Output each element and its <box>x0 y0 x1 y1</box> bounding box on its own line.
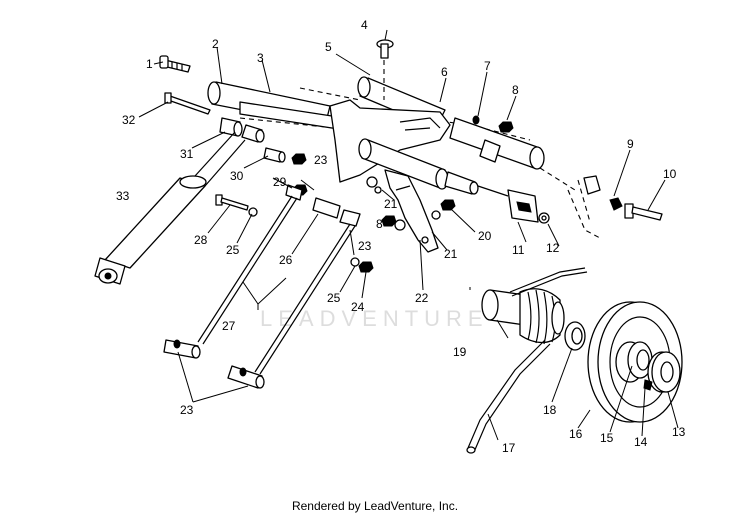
callout-28: 28 <box>194 233 208 247</box>
bearing-15 <box>627 341 653 379</box>
callout-25b: 25 <box>327 291 341 305</box>
watermark-text: LEADVENTURE <box>260 306 489 331</box>
callout-9: 9 <box>627 137 634 151</box>
callout-15: 15 <box>600 431 614 445</box>
footer-credit: Rendered by LeadVenture, Inc. <box>291 499 459 513</box>
hardware-24-25 <box>350 176 456 273</box>
callout-13: 13 <box>672 425 686 439</box>
callout-16: 16 <box>569 427 583 441</box>
bushings-31-30 <box>219 117 307 165</box>
callout-25a: 25 <box>226 243 240 257</box>
callout-23c: 23 <box>180 403 194 417</box>
callout-4: 4 <box>361 18 368 32</box>
bolt-1 <box>159 55 191 73</box>
bolt-4 <box>376 39 394 100</box>
bracket-11 <box>477 185 550 224</box>
callout-6: 6 <box>441 65 448 79</box>
callout-8a: 8 <box>512 83 519 97</box>
callout-24: 24 <box>351 300 365 314</box>
callout-8b: 8 <box>376 217 383 231</box>
cable-17 <box>466 339 551 454</box>
callouts: 1 2 3 4 5 6 7 8 8 9 10 11 12 13 14 15 16… <box>116 18 686 455</box>
callout-11: 11 <box>512 243 525 257</box>
callout-22: 22 <box>415 291 429 305</box>
callout-3: 3 <box>257 51 264 65</box>
swing-arm-assembly <box>207 76 601 253</box>
callout-14: 14 <box>634 435 648 449</box>
bolt-32 <box>164 92 211 115</box>
callout-29: 29 <box>273 175 287 189</box>
callout-1: 1 <box>146 57 153 71</box>
callout-12: 12 <box>546 241 560 255</box>
fastener-9-10 <box>583 175 663 221</box>
callout-19: 19 <box>453 345 467 359</box>
pulley-16 <box>587 301 683 423</box>
callout-7: 7 <box>484 59 491 73</box>
callout-27: 27 <box>222 319 236 333</box>
leader-lines <box>138 29 679 441</box>
link-rods-27 <box>163 184 361 389</box>
bolt-28 <box>215 194 258 217</box>
callout-31: 31 <box>180 147 194 161</box>
callout-2: 2 <box>212 37 219 51</box>
callout-23a: 23 <box>314 153 328 167</box>
callout-20: 20 <box>478 229 492 243</box>
callout-23b: 23 <box>358 239 372 253</box>
drive-spring-19 <box>481 267 588 345</box>
callout-5: 5 <box>325 40 332 54</box>
callout-30: 30 <box>230 169 244 183</box>
callout-21b: 21 <box>444 247 458 261</box>
callout-21a: 21 <box>384 197 398 211</box>
callout-18: 18 <box>543 403 557 417</box>
callout-33: 33 <box>116 189 130 203</box>
collar-13 <box>643 351 681 393</box>
nut-8-right <box>472 115 514 133</box>
callout-10: 10 <box>663 167 677 181</box>
callout-17: 17 <box>502 441 516 455</box>
shock-absorber-33 <box>94 131 246 285</box>
washer-18 <box>564 321 586 351</box>
callout-26: 26 <box>279 253 293 267</box>
callout-32: 32 <box>122 113 136 127</box>
